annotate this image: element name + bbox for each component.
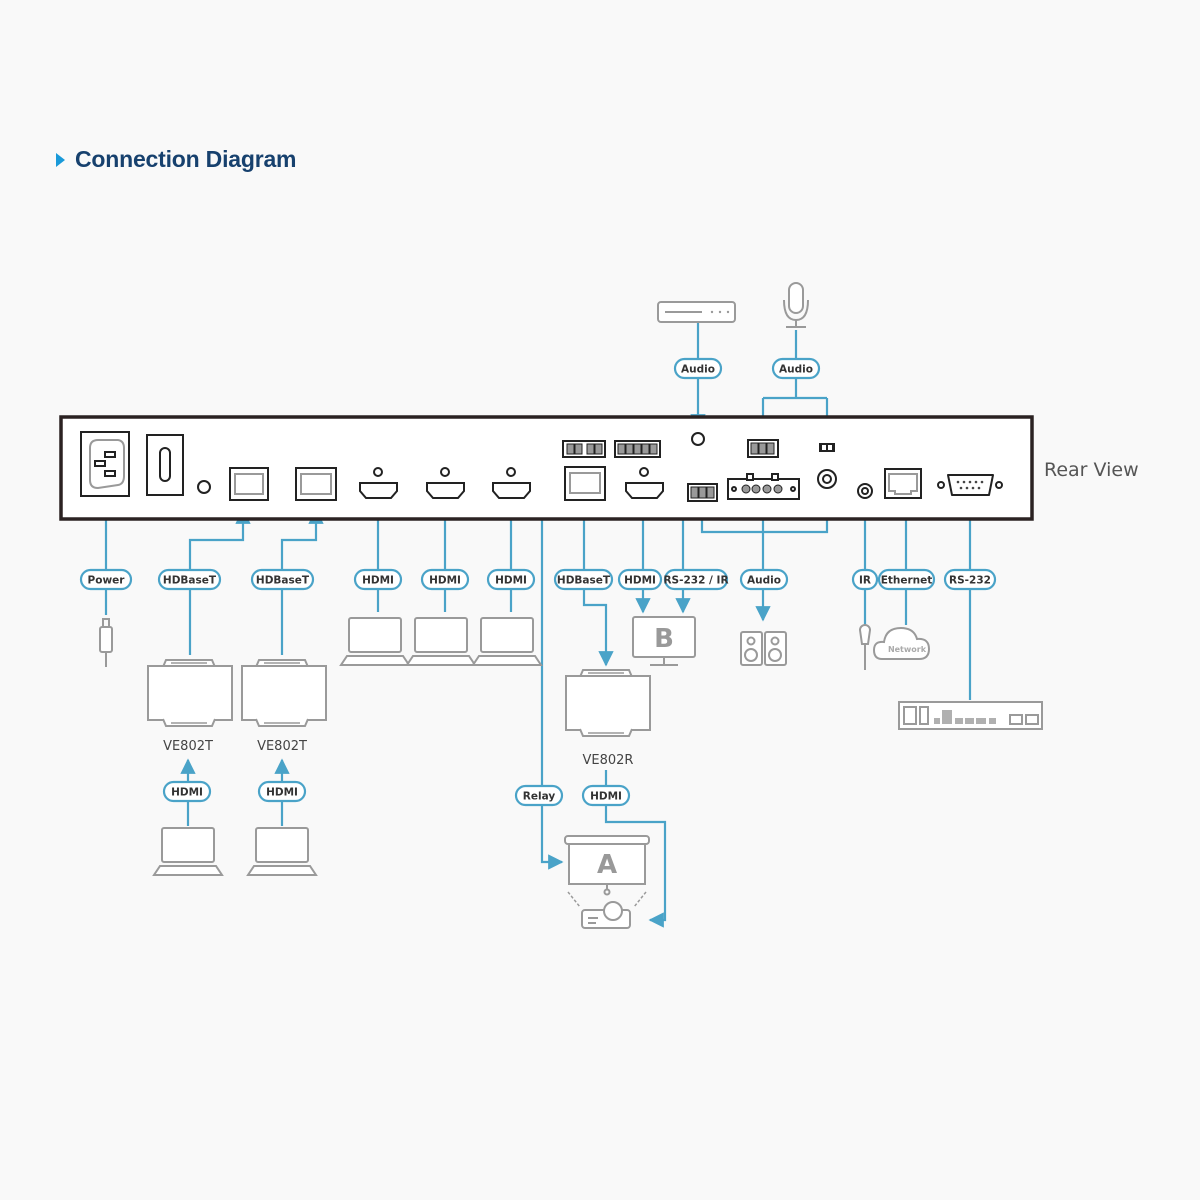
power-switch-icon[interactable]	[146, 434, 184, 496]
label-hdmi-in-3: HDMI	[486, 568, 536, 591]
speakers-icon	[740, 631, 787, 666]
ve802t-transmitter-1-icon	[147, 659, 233, 727]
label-hdbaset-out: HDBaseT	[553, 568, 614, 591]
label-hdmi-in-2: HDMI	[420, 568, 470, 591]
triangle-marker-icon	[56, 152, 65, 167]
label-audio-player: Audio	[673, 357, 723, 380]
cable-labels: Power HDBaseT HDBaseT HDMI HDMI HDMI HDB…	[79, 357, 997, 807]
laptop-tx-2-icon	[246, 827, 318, 876]
audio-player-icon	[657, 301, 736, 323]
svg-text:Ethernet: Ethernet	[881, 575, 933, 587]
tx-2-caption: VE802T	[257, 739, 307, 754]
laptop-tx-1-icon	[152, 827, 224, 876]
ethernet-port-icon	[884, 468, 922, 499]
label-relay: Relay	[514, 784, 564, 807]
svg-text:HDMI: HDMI	[429, 575, 461, 587]
svg-text:Power: Power	[88, 575, 126, 587]
rx-caption: VE802R	[583, 753, 634, 768]
speaker-out-terminal-icon	[727, 473, 800, 500]
ve802r-receiver-icon	[565, 669, 651, 737]
svg-text:RS-232 / IR: RS-232 / IR	[663, 575, 728, 587]
network-cloud-icon	[872, 626, 931, 660]
label-audio-mic: Audio	[771, 357, 821, 380]
wires	[104, 322, 978, 928]
ir-jack-icon	[857, 483, 873, 499]
display-b-icon	[632, 616, 696, 666]
svg-text:Audio: Audio	[779, 364, 813, 376]
ground-screw-icon	[197, 480, 211, 494]
power-inlet-icon	[80, 431, 130, 497]
microphone-icon	[783, 282, 809, 328]
rs232-ir-terminal-icon	[614, 440, 661, 458]
device-rear-panel	[59, 415, 1034, 521]
label-hdmi-tx-2: HDMI	[257, 780, 307, 803]
hdbaset-out-port-icon	[564, 466, 606, 501]
label-audio-out: Audio	[739, 568, 789, 591]
label-hdbaset-2: HDBaseT	[250, 568, 315, 591]
svg-text:Relay: Relay	[523, 791, 556, 803]
network-label: Network	[888, 645, 927, 654]
svg-text:Audio: Audio	[681, 364, 715, 376]
rca-jack-icon	[817, 469, 837, 489]
power-plug-icon	[99, 618, 113, 667]
svg-text:HDBaseT: HDBaseT	[163, 575, 217, 587]
svg-text:Audio: Audio	[747, 575, 781, 587]
wire-hdbaset-2	[280, 508, 324, 655]
ve802t-transmitter-2-icon	[241, 659, 327, 727]
svg-text:HDMI: HDMI	[590, 791, 622, 803]
audio-in-jack-icon	[691, 432, 705, 446]
label-hdbaset-1: HDBaseT	[157, 568, 222, 591]
svg-text:RS-232: RS-232	[949, 575, 991, 587]
hdbaset-in-port-1-icon	[229, 467, 269, 501]
wire-hdbaset-1	[188, 508, 251, 655]
display-a-letter: A	[597, 850, 617, 880]
svg-text:HDBaseT: HDBaseT	[256, 575, 310, 587]
page-title: Connection Diagram	[75, 146, 297, 172]
mic-terminal-icon	[747, 439, 779, 458]
laptop-input-2-icon	[405, 617, 477, 666]
laptop-input-1-icon	[339, 617, 411, 666]
rs232-db9-port-icon	[937, 474, 1003, 496]
svg-text:HDBaseT: HDBaseT	[557, 575, 611, 587]
svg-text:HDMI: HDMI	[362, 575, 394, 587]
projector-icon	[567, 891, 647, 929]
hdmi-in-port-2-icon	[426, 467, 465, 499]
svg-text:HDMI: HDMI	[495, 575, 527, 587]
wire-hdbaset-out	[582, 500, 614, 667]
section-title: Connection Diagram	[56, 146, 297, 173]
label-hdmi-rx: HDMI	[581, 784, 631, 807]
hdmi-in-port-3-icon	[492, 467, 531, 499]
hdmi-in-port-1-icon	[359, 467, 398, 499]
svg-text:HDMI: HDMI	[171, 787, 203, 799]
label-hdmi-in-1: HDMI	[353, 568, 403, 591]
relay-terminal-icon	[562, 440, 606, 458]
svg-text:HDMI: HDMI	[266, 787, 298, 799]
label-rs232-ir: RS-232 / IR	[663, 568, 729, 591]
label-hdmi-out: HDMI	[617, 568, 663, 591]
laptop-input-3-icon	[471, 617, 543, 666]
rear-view-label: Rear View	[1044, 459, 1139, 481]
control-system-icon	[898, 701, 1043, 730]
svg-text:IR: IR	[859, 575, 871, 587]
projector-screen-a-icon	[564, 835, 650, 896]
hdmi-out-port-icon	[625, 467, 664, 499]
svg-text:HDMI: HDMI	[624, 575, 656, 587]
label-ethernet: Ethernet	[877, 568, 936, 591]
hdbaset-in-port-2-icon	[295, 467, 337, 501]
audio-terminal-small-icon	[687, 483, 718, 502]
label-hdmi-tx-1: HDMI	[162, 780, 212, 803]
chassis	[59, 415, 1034, 521]
ir-emitter-icon	[858, 624, 872, 670]
tx-1-caption: VE802T	[163, 739, 213, 754]
label-ir: IR	[851, 568, 879, 591]
label-rs232: RS-232	[943, 568, 997, 591]
phantom-power-switch-icon[interactable]	[819, 443, 835, 452]
display-b-letter: B	[654, 624, 674, 654]
label-power: Power	[79, 568, 133, 591]
